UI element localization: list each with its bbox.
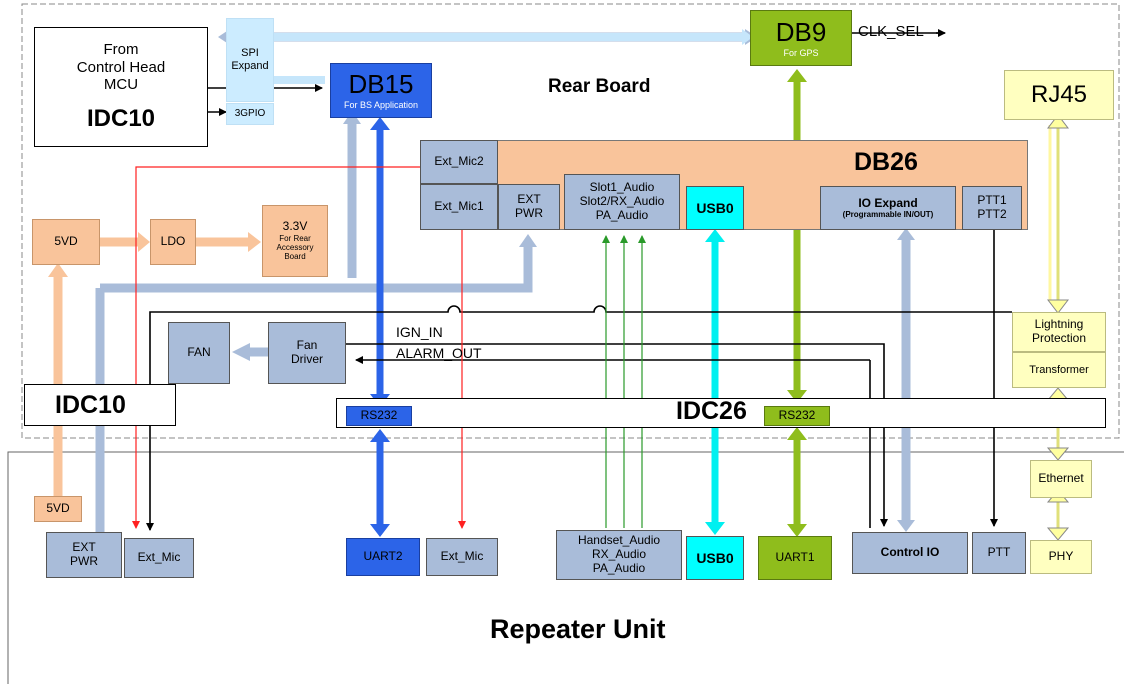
db9-connector: DB9 For GPS	[750, 10, 852, 66]
ethernet-arrowheads	[1046, 114, 1070, 541]
gpio-block: 3GPIO	[226, 103, 274, 125]
control-io-block: Control IO	[852, 532, 968, 574]
fan-driver-block: Fan Driver	[268, 322, 346, 384]
spi-expand-block: SPI Expand	[226, 18, 274, 102]
bottom-5vd: 5VD	[34, 496, 82, 522]
usb-arrowheads	[705, 229, 725, 535]
db9-name: DB9	[775, 16, 827, 47]
db15-connector: DB15 For BS Application	[330, 63, 432, 118]
uart1-arrowheads	[787, 69, 807, 537]
black-signal-lines	[146, 29, 1012, 531]
repeater-unit-outline	[7, 451, 1124, 684]
clk-sel-label: CLK_SEL	[858, 23, 924, 40]
idc10-bottom-connector: IDC10	[24, 384, 176, 426]
idc26-name: IDC26	[676, 397, 747, 425]
ldo-regulator: LDO	[150, 219, 196, 265]
fan-block: FAN	[168, 322, 230, 384]
bottom-ext-pwr: EXT PWR	[46, 532, 122, 578]
phy-block: PHY	[1030, 540, 1092, 574]
transformer: Transformer	[1012, 352, 1106, 388]
slot-audio-pins: Slot1_Audio Slot2/RX_Audio PA_Audio	[564, 174, 680, 230]
rear-board-outline	[21, 3, 1120, 439]
bottom-ptt: PTT	[972, 532, 1026, 574]
3v3-name: 3.3V	[282, 219, 308, 234]
alarm-out-label: ALARM_OUT	[396, 345, 482, 361]
ext-pwr-pin: EXT PWR	[498, 184, 560, 230]
db15-name: DB15	[348, 69, 414, 100]
3v3-rail: 3.3V For Rear Accessory Board	[262, 205, 328, 277]
idc10-control-head-label: Control Head	[76, 58, 166, 76]
rear-board-title: Rear Board	[548, 76, 651, 97]
io-expand-pins: IO Expand (Programmable IN/OUT)	[820, 186, 956, 230]
idc26-connector	[336, 398, 1106, 428]
3v3-sub: For Rear Accessory Board	[276, 234, 314, 262]
bottom-usb0: USB0	[686, 536, 744, 580]
rs232-left: RS232	[346, 406, 412, 426]
5vd-regulator: 5VD	[32, 219, 100, 265]
ext-mic1-pin: Ext_Mic1	[420, 184, 498, 230]
usb0-pin: USB0	[686, 186, 744, 230]
idc10-control-head-box: From Control Head MCU IDC10	[34, 27, 208, 147]
bottom-ext-mic-left: Ext_Mic	[124, 538, 194, 578]
audio-lines	[602, 235, 646, 528]
io-expand-name: IO Expand	[858, 195, 918, 210]
lightning-protection: Lightning Protection	[1012, 312, 1106, 352]
rs232-right: RS232	[764, 406, 830, 426]
uart1-block: UART1	[758, 536, 832, 580]
ext-mic2-pin: Ext_Mic2	[420, 140, 498, 184]
light-blue-arrowheads	[218, 29, 915, 532]
idc10-top-name: IDC10	[86, 105, 156, 133]
spi-lines	[242, 33, 742, 84]
db9-sub: For GPS	[783, 47, 819, 58]
ign-in-label: IGN_IN	[396, 324, 443, 340]
rj45-connector: RJ45	[1004, 70, 1114, 120]
uart2-block: UART2	[346, 538, 420, 576]
bottom-ext-mic-mid: Ext_Mic	[426, 538, 498, 576]
io-expand-sub: (Programmable IN/OUT)	[842, 210, 934, 220]
db26-name: DB26	[854, 148, 918, 176]
idc10-mcu-label: MCU	[103, 75, 139, 93]
ptt-pins: PTT1 PTT2	[962, 186, 1022, 230]
repeater-unit-title: Repeater Unit	[490, 614, 666, 644]
handset-audio-block: Handset_Audio RX_Audio PA_Audio	[556, 530, 682, 580]
power-arrowheads	[48, 232, 261, 277]
ethernet-block: Ethernet	[1030, 460, 1092, 498]
db15-sub: For BS Application	[343, 100, 419, 111]
uart2-arrowheads	[370, 117, 390, 537]
idc10-from-label: From	[103, 41, 139, 59]
